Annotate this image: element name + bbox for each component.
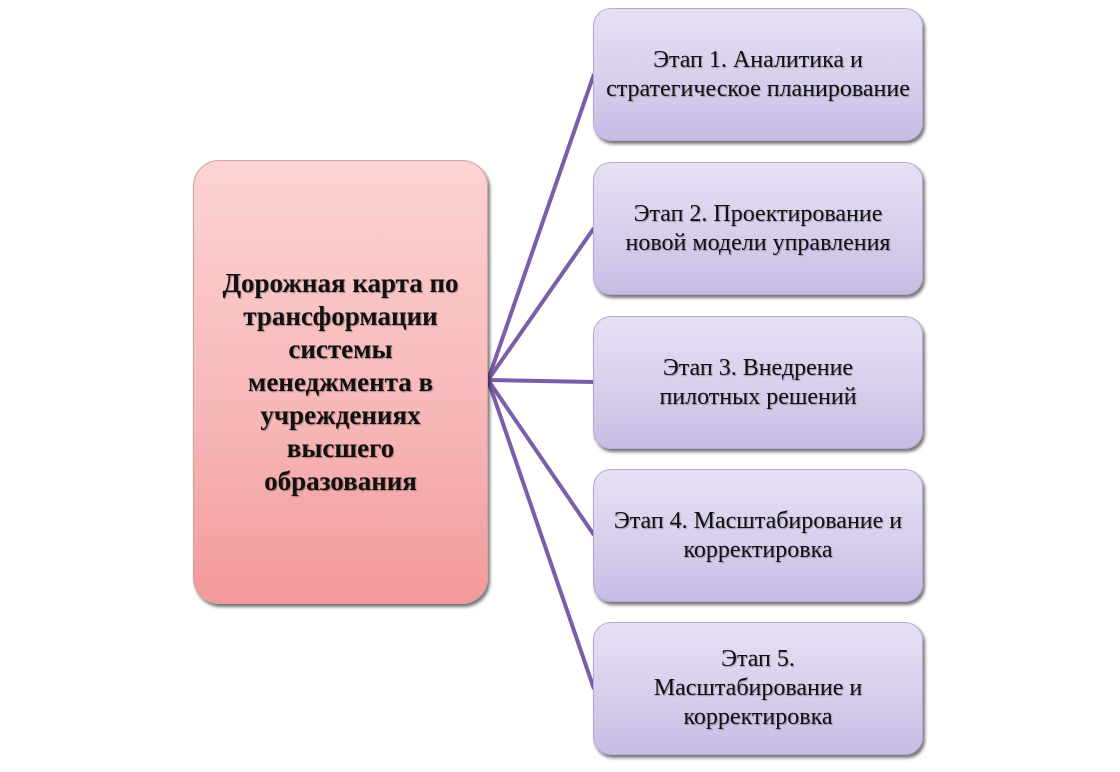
stage-text: Этап 4. Масштабирование и корректировка	[613, 507, 903, 563]
stage-node-2: Этап 2. Проектирование новой модели упра…	[593, 162, 923, 295]
stage-node-5: Этап 5. Масштабирование и корректировка	[593, 622, 923, 755]
stage-node-1: Этап 1. Аналитика и стратегическое плани…	[593, 8, 923, 141]
connector-3	[487, 378, 595, 384]
connector-5	[486, 379, 596, 690]
stage-text: Этап 1. Аналитика и стратегическое плани…	[606, 46, 910, 102]
central-node-text: Дорожная карта по трансформации системы …	[222, 267, 459, 496]
stage-node-3: Этап 3. Внедрение пилотных решений	[593, 316, 923, 449]
connector-2	[486, 226, 596, 382]
stage-text: Этап 5. Масштабирование и корректировка	[653, 646, 863, 730]
central-node: Дорожная карта по трансформации системы …	[193, 160, 488, 604]
stage-node-4: Этап 4. Масштабирование и корректировка	[593, 469, 923, 602]
connector-1	[486, 73, 596, 381]
stage-text: Этап 3. Внедрение пилотных решений	[659, 354, 857, 410]
stage-text: Этап 2. Проектирование новой модели упра…	[625, 200, 891, 256]
connector-4	[486, 378, 596, 537]
